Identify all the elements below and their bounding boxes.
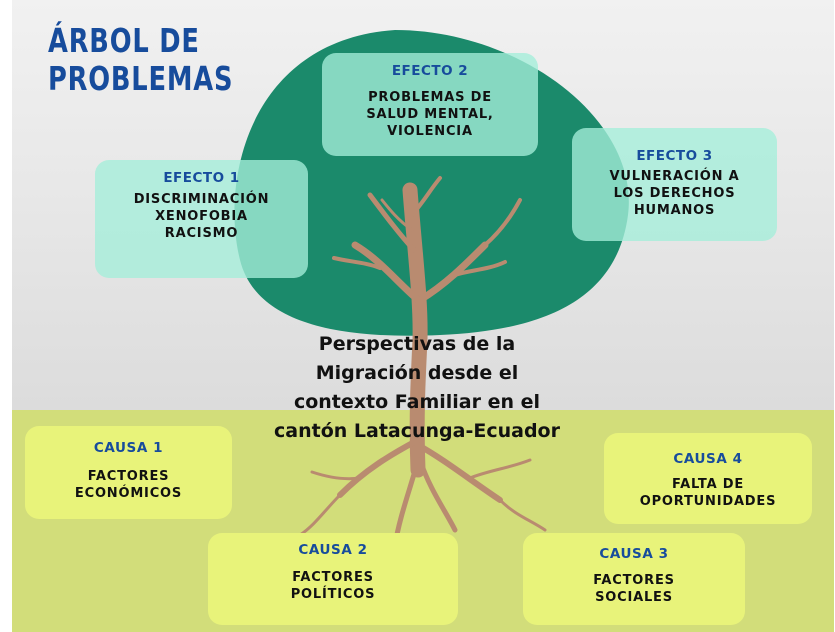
effect-label: EFECTO 3 <box>636 148 713 164</box>
effect-box-2: EFECTO 2 PROBLEMAS DE SALUD MENTAL, VIOL… <box>322 53 538 156</box>
effect-box-1: EFECTO 1 DISCRIMINACIÓN XENOFOBIA RACISM… <box>95 160 308 278</box>
cause-label: CAUSA 3 <box>599 546 669 562</box>
effect-text: PROBLEMAS DE SALUD MENTAL, VIOLENCIA <box>366 90 494 139</box>
effect-text: VULNERACIÓN A LOS DERECHOS HUMANOS <box>609 169 740 218</box>
effect-box-3: EFECTO 3 VULNERACIÓN A LOS DERECHOS HUMA… <box>572 128 777 241</box>
cause-text: FACTORES SOCIALES <box>593 573 675 605</box>
page-title: ÁRBOL DE PROBLEMAS <box>48 21 234 98</box>
cause-text: FACTORES ECONÓMICOS <box>74 469 183 501</box>
central-problem-text: Perspectivas de la Migración desde el co… <box>274 333 560 442</box>
effect-text: DISCRIMINACIÓN XENOFOBIA RACISMO <box>133 192 270 241</box>
cause-box-3: CAUSA 3 FACTORES SOCIALES <box>523 533 745 625</box>
cause-text: FACTORES POLÍTICOS <box>290 570 376 602</box>
cause-label: CAUSA 4 <box>673 451 743 467</box>
cause-box-2: CAUSA 2 FACTORES POLÍTICOS <box>208 533 458 625</box>
cause-box-1: CAUSA 1 FACTORES ECONÓMICOS <box>25 426 232 519</box>
cause-label: CAUSA 1 <box>93 440 164 456</box>
cause-text: FALTA DE OPORTUNIDADES <box>639 477 777 509</box>
tree-trunk <box>298 176 547 592</box>
cause-label: CAUSA 2 <box>298 542 368 558</box>
cause-box-4: CAUSA 4 FALTA DE OPORTUNIDADES <box>604 433 812 524</box>
effect-label: EFECTO 2 <box>391 63 469 79</box>
effect-label: EFECTO 1 <box>163 170 240 186</box>
